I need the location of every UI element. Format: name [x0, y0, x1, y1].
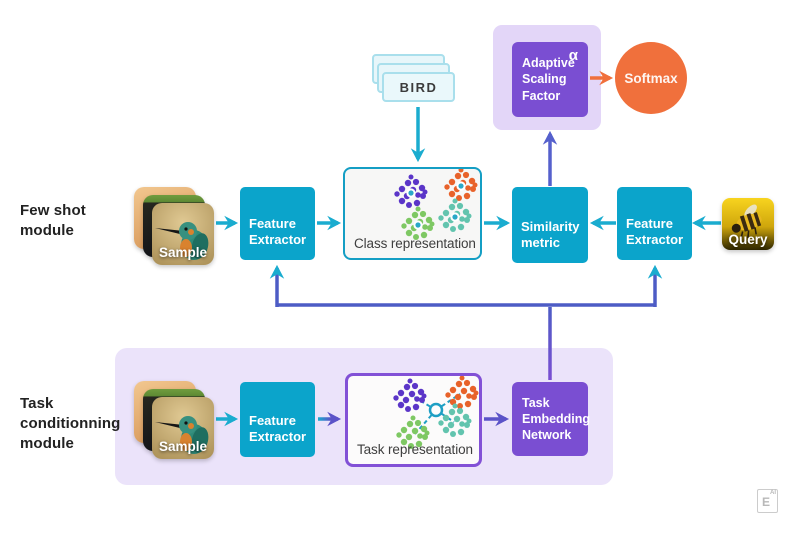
feature-extractor-2-box: Feature Extractor — [617, 187, 692, 260]
feature-extractor-2-label: Feature Extractor — [626, 216, 684, 248]
query-photo: Query — [722, 198, 774, 250]
feature-extractor-1-box: Feature Extractor — [240, 187, 315, 260]
task-clusters-image — [393, 375, 479, 449]
task-representation-box: Task representation — [345, 373, 482, 467]
kingfisher-bird-image-2 — [152, 397, 214, 459]
logo-letter: E — [762, 495, 771, 509]
task-embedding-network-box: Task Embedding Network — [512, 382, 591, 456]
kingfisher-bird-image — [152, 203, 214, 265]
softmax-label: Softmax — [624, 70, 678, 86]
adaptive-scaling-factor-label: Adaptive Scaling Factor — [522, 56, 575, 103]
task-representation-label: Task representation — [357, 441, 473, 457]
task-embedding-network-label: Task Embedding Network — [522, 395, 591, 443]
alpha-symbol: α — [568, 47, 578, 64]
watermark-logo: E AI — [757, 489, 778, 513]
feature-extractor-3-box: Feature Extractor — [240, 382, 315, 457]
class-representation-box: Class representation — [343, 167, 482, 260]
bird-dataset-card: BIRD — [382, 72, 455, 102]
sample1-label: Sample — [158, 245, 208, 260]
sample1-photo: Sample — [152, 203, 214, 265]
softmax-node: Softmax — [615, 42, 687, 114]
similarity-metric-box: Similarity metric — [512, 187, 588, 263]
class-representation-label: Class representation — [354, 235, 476, 251]
feature-extractor-1-label: Feature Extractor — [249, 216, 307, 248]
sample2-label: Sample — [158, 439, 208, 454]
similarity-metric-label: Similarity metric — [521, 219, 580, 251]
label-task-module: Task conditionning module — [20, 395, 121, 453]
label-few-shot-module: Few shot module — [20, 202, 86, 240]
sample2-photo: Sample — [152, 397, 214, 459]
cluster-centers — [406, 181, 466, 230]
query-label: Query — [728, 232, 768, 247]
feature-extractor-3-label: Feature Extractor — [249, 413, 307, 445]
adaptive-scaling-factor-box: α Adaptive Scaling Factor — [512, 42, 588, 117]
logo-superscript: AI — [770, 490, 776, 496]
class-clusters-image — [394, 167, 478, 240]
bee-query-image — [722, 198, 774, 250]
task-center-node — [428, 402, 444, 418]
